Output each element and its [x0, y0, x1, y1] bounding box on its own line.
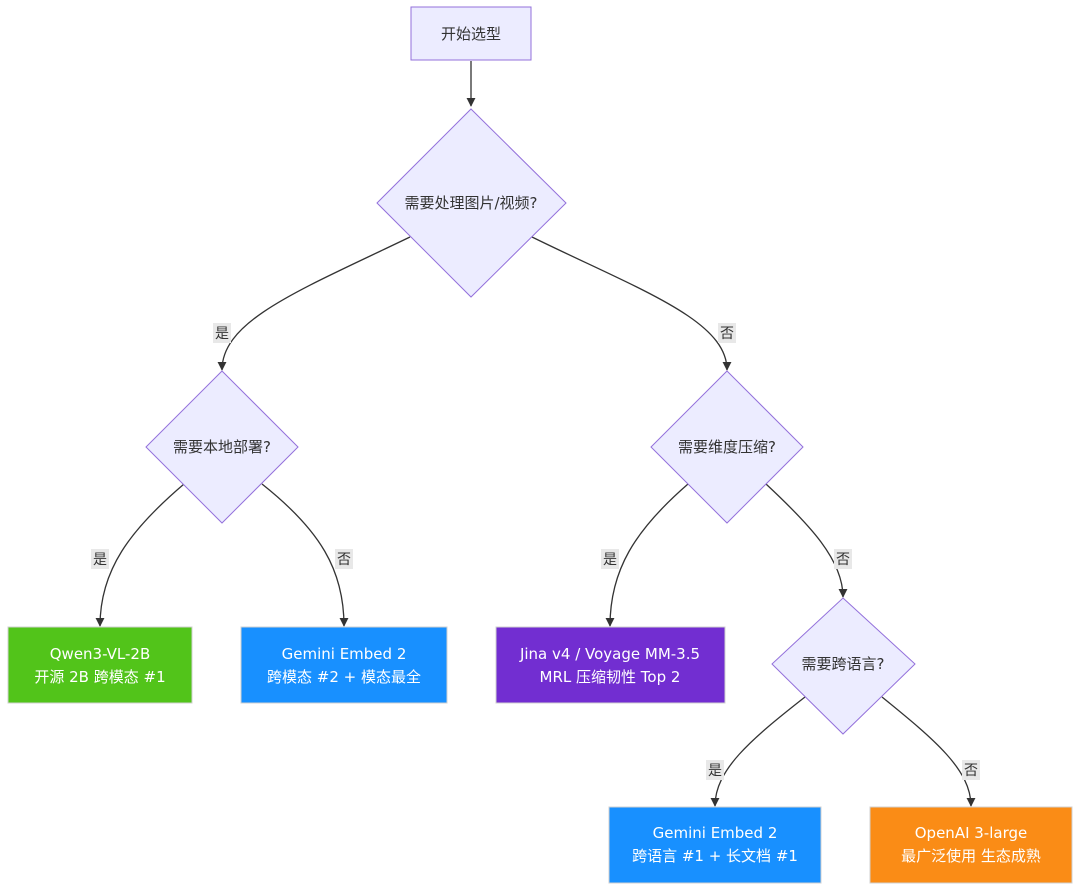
result-qwen3-vl: Qwen3-VL-2B 开源 2B 跨模态 #1: [7, 626, 193, 704]
svg-text:是: 是: [708, 763, 722, 779]
svg-text:否: 否: [964, 763, 978, 779]
edge-mrl-yes: [605, 483, 689, 627]
decision-media: 需要处理图片/视频?: [376, 108, 567, 298]
svg-text:开始选型: 开始选型: [441, 25, 501, 43]
svg-text:Gemini Embed 2: Gemini Embed 2: [282, 645, 407, 663]
result-openai-3-large: OpenAI 3-large 最广泛使用 生态成熟: [869, 806, 1073, 884]
edge-label-media-no: 否: [718, 323, 736, 343]
svg-text:Jina v4 / Voyage MM-3.5: Jina v4 / Voyage MM-3.5: [519, 645, 700, 663]
edge-media-yes: [217, 236, 411, 371]
svg-text:否: 否: [836, 552, 850, 568]
svg-text:跨语言 #1 + 长文档 #1: 跨语言 #1 + 长文档 #1: [632, 847, 798, 865]
result-jina-voyage: Jina v4 / Voyage MM-3.5 MRL 压缩韧性 Top 2: [495, 626, 726, 704]
edge-ml-no: [881, 696, 976, 807]
svg-text:是: 是: [93, 552, 107, 568]
edges: [95, 61, 976, 807]
svg-text:需要处理图片/视频?: 需要处理图片/视频?: [404, 194, 537, 212]
edge-label-ml-yes: 是: [706, 760, 724, 780]
svg-text:需要维度压缩?: 需要维度压缩?: [678, 438, 776, 456]
start-node: 开始选型: [410, 6, 532, 61]
svg-text:否: 否: [720, 326, 734, 342]
edge-local-no: [261, 483, 349, 627]
edge-label-mrl-no: 否: [834, 549, 852, 569]
svg-text:Qwen3-VL-2B: Qwen3-VL-2B: [50, 645, 151, 663]
svg-text:跨模态 #2 + 模态最全: 跨模态 #2 + 模态最全: [267, 668, 421, 686]
result-qwen3-vl-box: [7, 626, 193, 704]
svg-text:MRL 压缩韧性 Top 2: MRL 压缩韧性 Top 2: [540, 668, 681, 686]
result-gemini-multimodal: Gemini Embed 2 跨模态 #2 + 模态最全: [240, 626, 448, 704]
svg-text:需要跨语言?: 需要跨语言?: [802, 655, 885, 673]
svg-text:否: 否: [337, 552, 351, 568]
decision-local-deploy: 需要本地部署?: [145, 370, 299, 524]
result-gemini-multilingual: Gemini Embed 2 跨语言 #1 + 长文档 #1: [608, 806, 822, 884]
edge-label-media-yes: 是: [213, 323, 231, 343]
edge-ml-yes: [710, 696, 806, 807]
edge-label-local-no: 否: [335, 549, 353, 569]
edge-local-yes: [95, 483, 185, 627]
decision-multilingual: 需要跨语言?: [771, 597, 916, 735]
svg-text:最广泛使用 生态成熟: 最广泛使用 生态成熟: [901, 847, 1041, 865]
edge-label-mrl-yes: 是: [601, 549, 619, 569]
result-gemini-multimodal-box: [240, 626, 448, 704]
result-gemini-multilingual-box: [608, 806, 822, 884]
edge-media-no: [531, 236, 732, 371]
svg-text:需要本地部署?: 需要本地部署?: [173, 438, 271, 456]
edge-label-local-yes: 是: [91, 549, 109, 569]
edge-label-ml-no: 否: [962, 760, 980, 780]
svg-text:OpenAI 3-large: OpenAI 3-large: [915, 824, 1028, 842]
result-openai-3-large-box: [869, 806, 1073, 884]
edge-mrl-no: [765, 483, 848, 598]
svg-text:是: 是: [215, 326, 229, 342]
edge-labels: 是 否 是 否 是 否 是 否: [91, 323, 980, 780]
svg-text:是: 是: [603, 552, 617, 568]
svg-text:Gemini Embed 2: Gemini Embed 2: [653, 824, 778, 842]
svg-text:开源 2B 跨模态 #1: 开源 2B 跨模态 #1: [34, 668, 165, 686]
decision-dimension-compression: 需要维度压缩?: [650, 370, 804, 524]
result-jina-voyage-box: [495, 626, 726, 704]
